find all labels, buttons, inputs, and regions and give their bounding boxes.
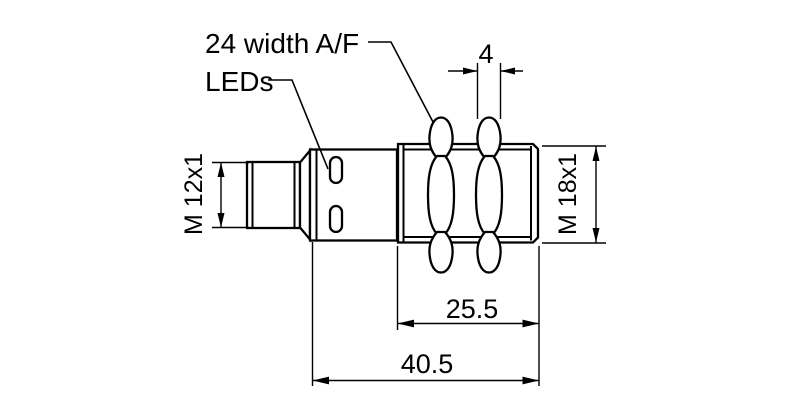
total-length-value: 40.5 (401, 349, 454, 379)
led-slot-upper (328, 155, 344, 185)
leds-label: LEDs (205, 66, 273, 97)
leader-line-hex-width (368, 41, 434, 123)
housing-body (308, 148, 399, 242)
dim-body-thread: M 18x1 (542, 145, 606, 244)
collar-transition (298, 147, 312, 243)
rear-housing (308, 148, 399, 242)
hex-nut-1 (426, 116, 456, 274)
arrowhead (522, 319, 539, 328)
leader-line-leds (268, 79, 329, 170)
arrowhead (397, 319, 414, 328)
arrowhead (592, 146, 600, 161)
arrowhead (217, 213, 225, 228)
nut-width-value: 4 (478, 39, 493, 69)
barrel-outline (396, 142, 540, 244)
arrowhead (522, 376, 539, 385)
arrowhead (312, 376, 329, 385)
dim-total-length: 40.5 (311, 242, 539, 386)
hex-width-label: 24 width A/F (205, 28, 359, 59)
dim-connector-thread: M 12x1 (180, 153, 249, 235)
dim-nut-width: 4 (448, 39, 523, 119)
arrowhead (592, 228, 600, 243)
led-slot-lower (328, 204, 344, 234)
arrowhead (463, 67, 478, 75)
connector-thread-value: M 12x1 (180, 153, 208, 235)
body-thread-value: M 18x1 (554, 153, 582, 235)
m12-connector (245, 160, 302, 230)
arrowhead (500, 67, 515, 75)
dim-thread-length: 25.5 (396, 246, 540, 386)
hex-nut-2 (474, 116, 504, 274)
connector-body (245, 160, 302, 230)
thread-length-value: 25.5 (446, 294, 499, 324)
threaded-barrel (396, 142, 540, 244)
arrowhead (217, 162, 225, 177)
